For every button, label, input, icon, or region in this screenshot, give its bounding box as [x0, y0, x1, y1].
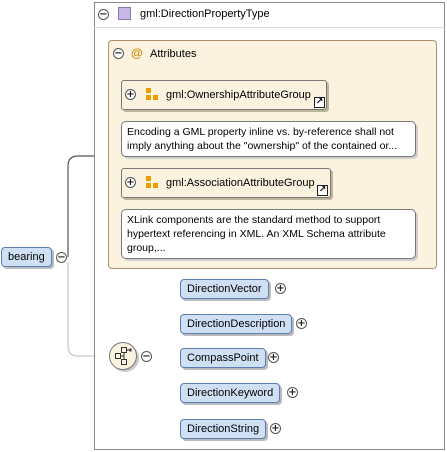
- reference-arrow-icon[interactable]: ↗: [317, 185, 328, 196]
- element-direction-string[interactable]: DirectionString: [180, 419, 267, 439]
- element-label: bearing: [8, 251, 45, 263]
- element-label: DirectionString: [187, 423, 260, 435]
- collapse-icon[interactable]: −: [56, 252, 67, 263]
- collapse-icon[interactable]: −: [141, 351, 152, 362]
- documentation-box: XLink components are the standard method…: [121, 209, 416, 259]
- expand-icon[interactable]: +: [287, 387, 298, 398]
- collapse-icon[interactable]: −: [113, 48, 124, 59]
- element-label: DirectionDescription: [187, 318, 286, 330]
- collapse-icon[interactable]: −: [98, 9, 109, 20]
- documentation-box: Encoding a GML property inline vs. by-re…: [121, 121, 416, 157]
- element-direction-description[interactable]: DirectionDescription: [180, 314, 293, 334]
- element-bearing[interactable]: bearing: [1, 247, 52, 267]
- element-direction-vector[interactable]: DirectionVector: [180, 279, 269, 299]
- expand-icon[interactable]: +: [268, 352, 279, 363]
- choice-compositor-icon[interactable]: [109, 342, 137, 370]
- attribute-group-icon: [146, 88, 158, 100]
- expand-icon[interactable]: +: [270, 423, 281, 434]
- element-compass-point[interactable]: CompassPoint: [180, 348, 266, 368]
- attribute-group-name: gml:OwnershipAttributeGroup: [166, 89, 311, 101]
- complex-type-icon: [118, 7, 131, 20]
- expand-icon[interactable]: +: [275, 283, 286, 294]
- expand-icon[interactable]: +: [296, 318, 307, 329]
- element-label: CompassPoint: [187, 352, 259, 364]
- attribute-group-icon: [146, 176, 158, 188]
- complex-type-header: [94, 2, 445, 28]
- at-sign-icon: @: [131, 46, 143, 60]
- attribute-group-name: gml:AssociationAttributeGroup: [166, 177, 315, 189]
- reference-arrow-icon[interactable]: ↗: [314, 97, 325, 108]
- expand-icon[interactable]: +: [125, 177, 136, 188]
- element-direction-keyword[interactable]: DirectionKeyword: [180, 383, 281, 403]
- expand-icon[interactable]: +: [125, 89, 136, 100]
- attributes-title: Attributes: [150, 48, 197, 60]
- element-label: DirectionVector: [187, 283, 262, 295]
- element-label: DirectionKeyword: [187, 387, 274, 399]
- complex-type-name: gml:DirectionPropertyType: [140, 8, 270, 20]
